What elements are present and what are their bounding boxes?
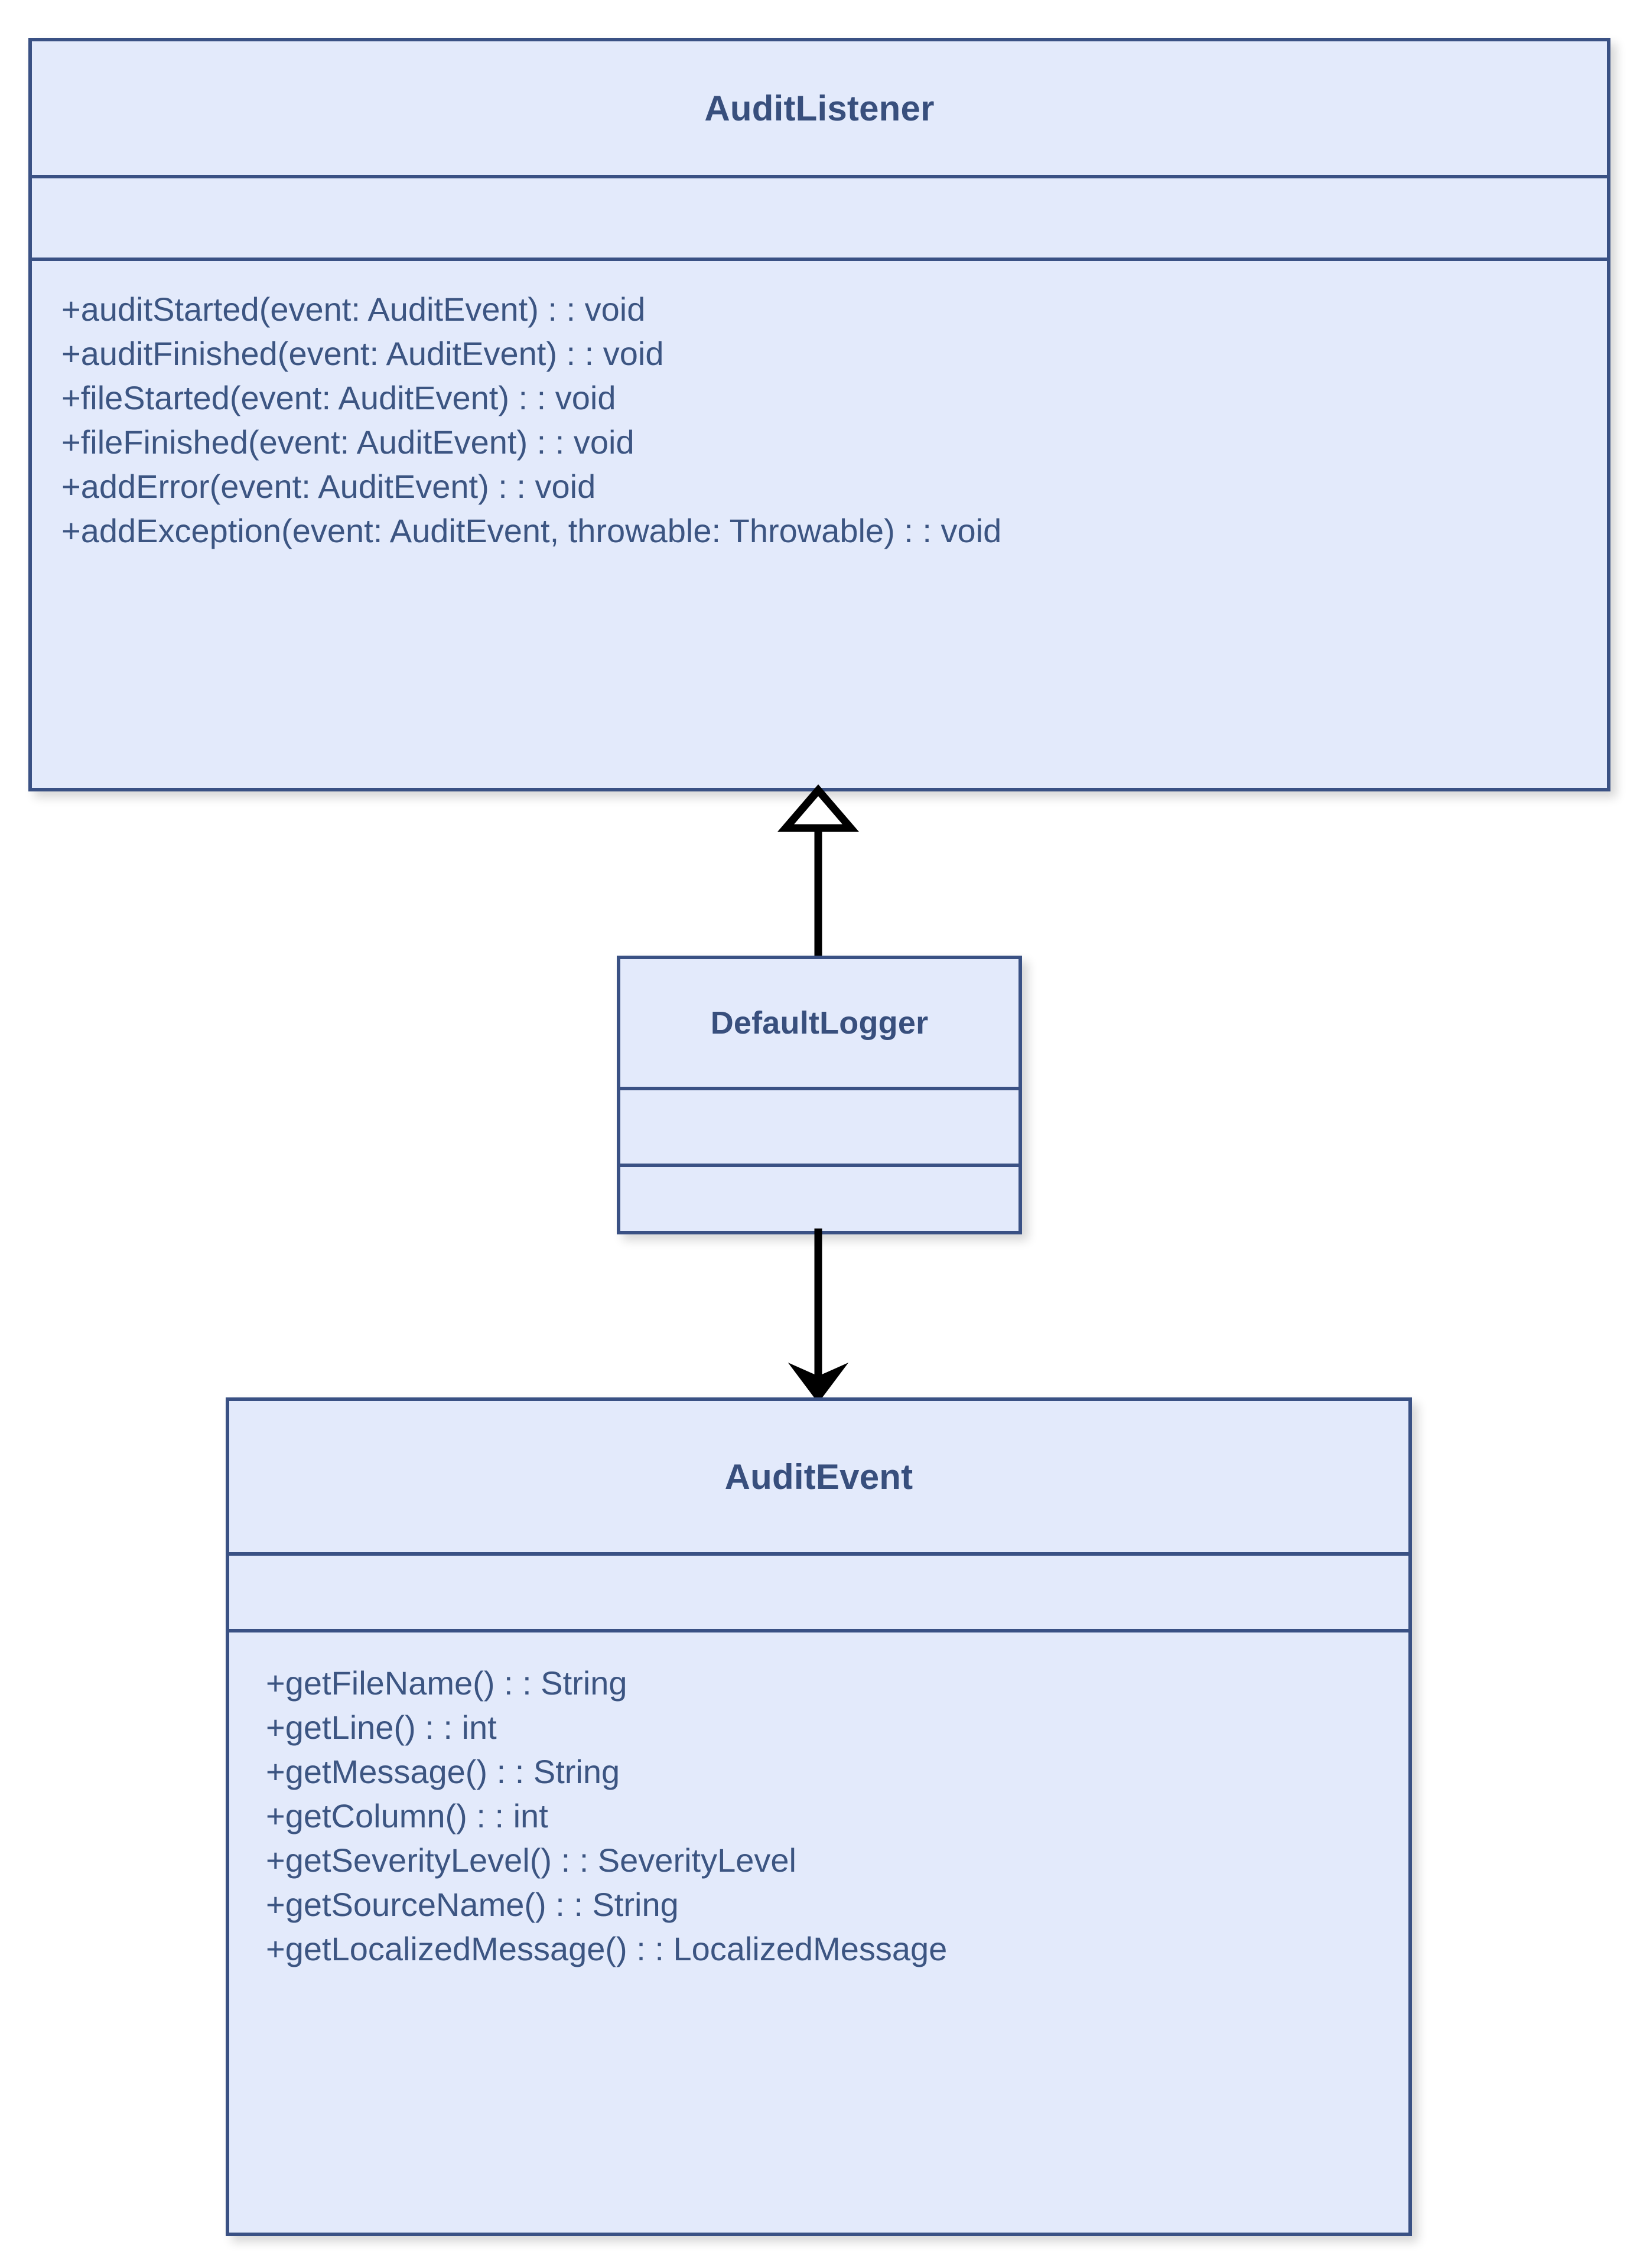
- class-method: +auditStarted(event: AuditEvent) : : voi…: [61, 291, 646, 328]
- class-box-audit-event[interactable]: AuditEvent +getFileName() : : String +ge…: [226, 1397, 1412, 2236]
- class-title-audit-listener: AuditListener: [32, 41, 1607, 178]
- class-methods-compartment-default-logger: [620, 1167, 1019, 1231]
- class-attributes-compartment-default-logger: [620, 1090, 1019, 1167]
- class-method: +getSourceName() : : String: [266, 1886, 679, 1923]
- class-method: +getFileName() : : String: [266, 1664, 627, 1702]
- class-title-default-logger: DefaultLogger: [620, 959, 1019, 1090]
- class-box-default-logger[interactable]: DefaultLogger: [617, 956, 1022, 1234]
- class-method: +getSeverityLevel() : : SeverityLevel: [266, 1842, 796, 1879]
- class-method: +getLine() : : int: [266, 1709, 497, 1746]
- generalization-connector-defaultlogger-to-auditlistener: [777, 784, 860, 963]
- class-method: +getMessage() : : String: [266, 1753, 620, 1790]
- class-method: +getLocalizedMessage() : : LocalizedMess…: [266, 1930, 948, 1967]
- dependency-connector-defaultlogger-to-auditevent: [788, 1228, 849, 1403]
- class-method: +addException(event: AuditEvent, throwab…: [61, 512, 1002, 549]
- class-box-audit-listener[interactable]: AuditListener +auditStarted(event: Audit…: [28, 38, 1610, 791]
- class-attributes-compartment-audit-listener: [32, 178, 1607, 261]
- class-method: +getColumn() : : int: [266, 1797, 548, 1834]
- class-method: +addError(event: AuditEvent) : : void: [61, 468, 596, 505]
- class-methods-compartment-audit-event: +getFileName() : : String +getLine() : :…: [229, 1632, 1408, 2233]
- class-method: +auditFinished(event: AuditEvent) : : vo…: [61, 335, 664, 372]
- class-title-audit-event: AuditEvent: [229, 1401, 1408, 1556]
- class-method: +fileFinished(event: AuditEvent) : : voi…: [61, 423, 634, 461]
- class-method: +fileStarted(event: AuditEvent) : : void: [61, 379, 616, 416]
- class-attributes-compartment-audit-event: [229, 1556, 1408, 1632]
- class-methods-compartment-audit-listener: +auditStarted(event: AuditEvent) : : voi…: [32, 261, 1607, 788]
